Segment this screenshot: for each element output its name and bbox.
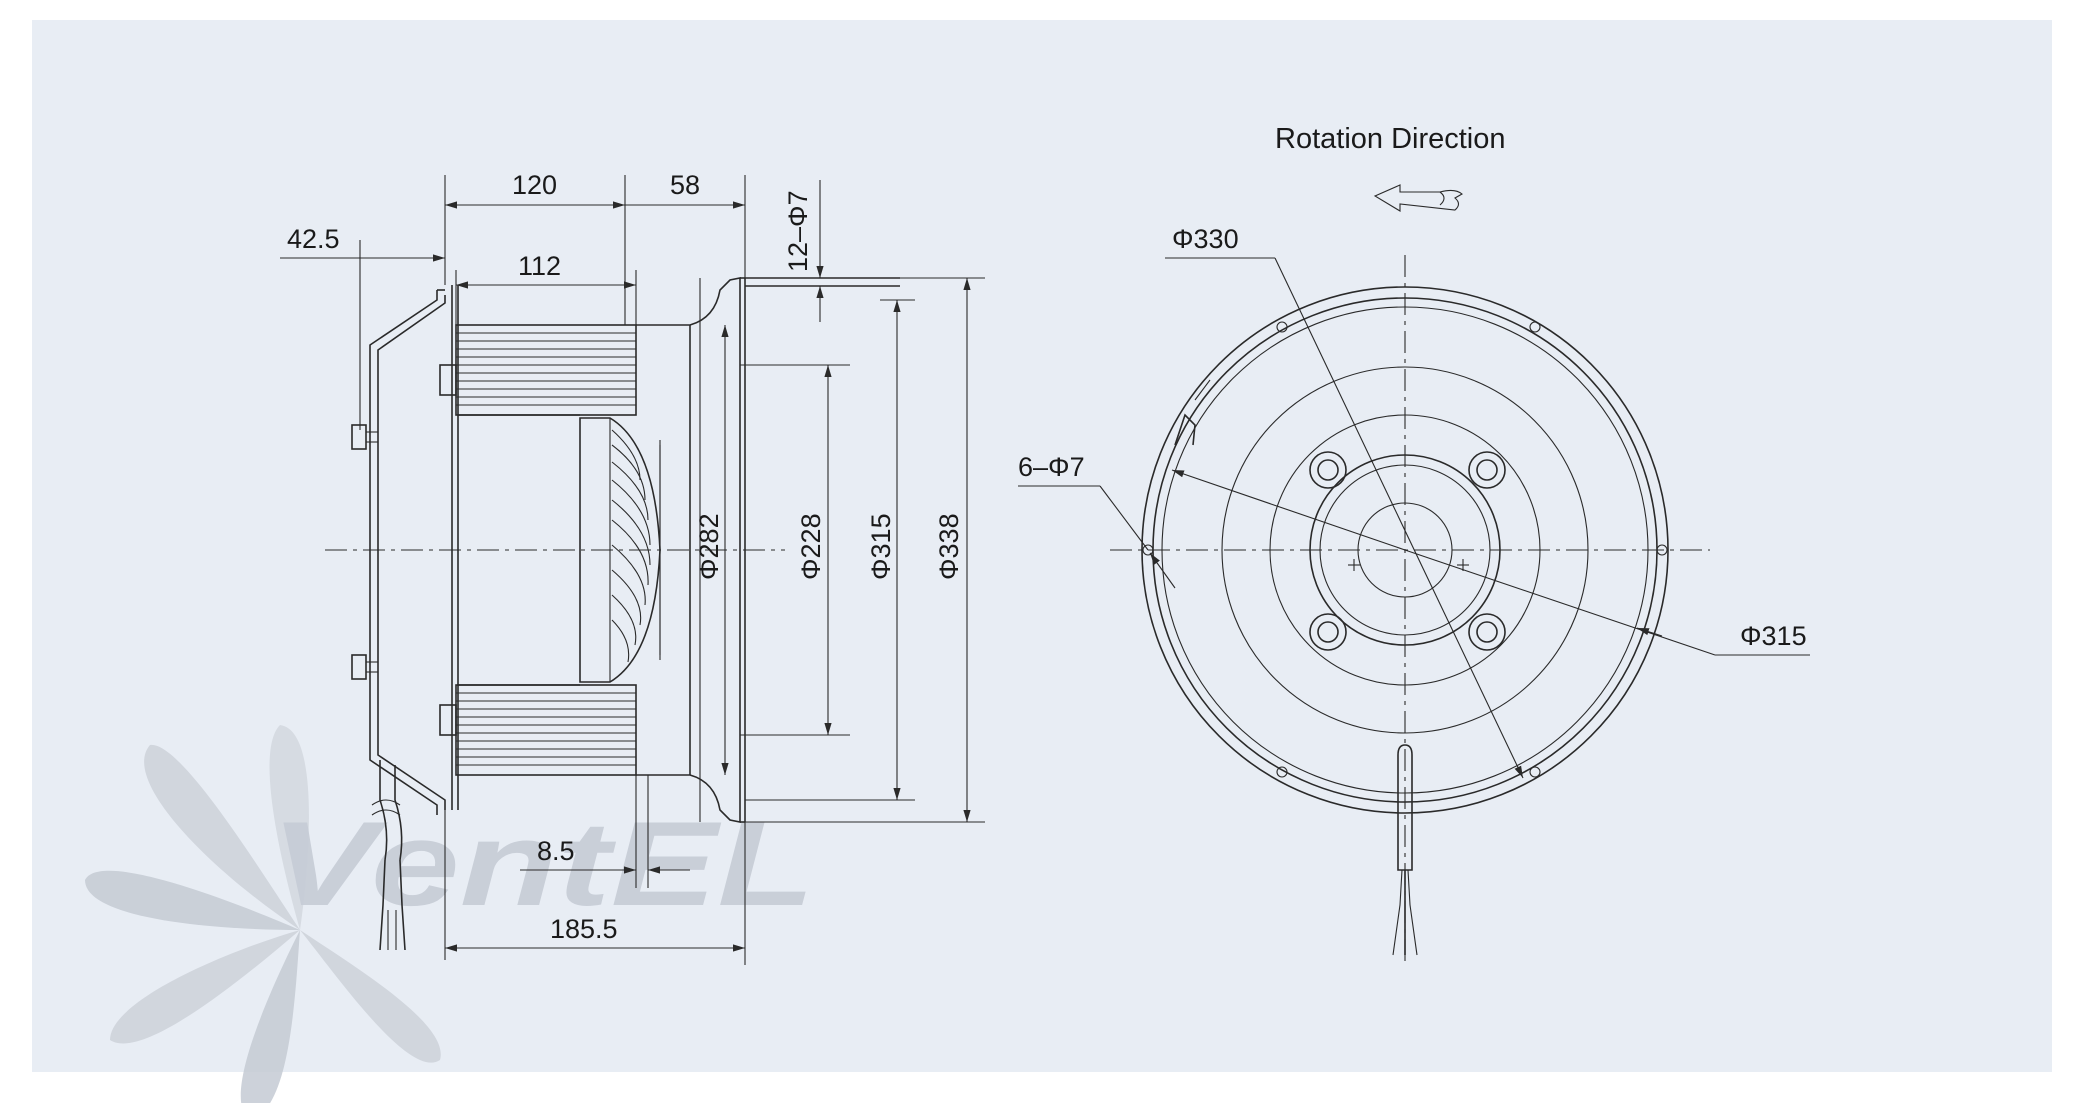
- dim-dia-330: Φ330: [1172, 224, 1239, 254]
- dim-112: 112: [518, 251, 561, 281]
- rotation-arrow-icon: [1373, 184, 1463, 212]
- dim-185-5: 185.5: [550, 914, 618, 944]
- dim-42-5: 42.5: [287, 224, 340, 254]
- dim-dia-315-side: Φ315: [866, 513, 896, 580]
- dim-dia-315-front: Φ315: [1740, 621, 1807, 651]
- rotation-direction-label: Rotation Direction: [1275, 123, 1506, 155]
- dim-58: 58: [670, 170, 700, 200]
- dim-120: 120: [512, 170, 557, 200]
- dim-dia-228: Φ228: [796, 513, 826, 580]
- dim-12-holes: 12–Φ7: [783, 190, 813, 272]
- watermark-fan-icon: [85, 725, 441, 1103]
- dim-6-holes: 6–Φ7: [1018, 452, 1085, 482]
- side-view: 120 58 12–Φ7 42.5 112 Φ282 Φ228 Φ315: [280, 170, 985, 965]
- dim-8-5: 8.5: [537, 836, 575, 866]
- dim-dia-338: Φ338: [934, 513, 964, 580]
- dim-dia-282: Φ282: [694, 513, 724, 580]
- front-view: Rotation Direction: [1018, 123, 1810, 965]
- watermark-text: VentEL: [270, 797, 815, 931]
- drawing-sheet: [32, 20, 2052, 1072]
